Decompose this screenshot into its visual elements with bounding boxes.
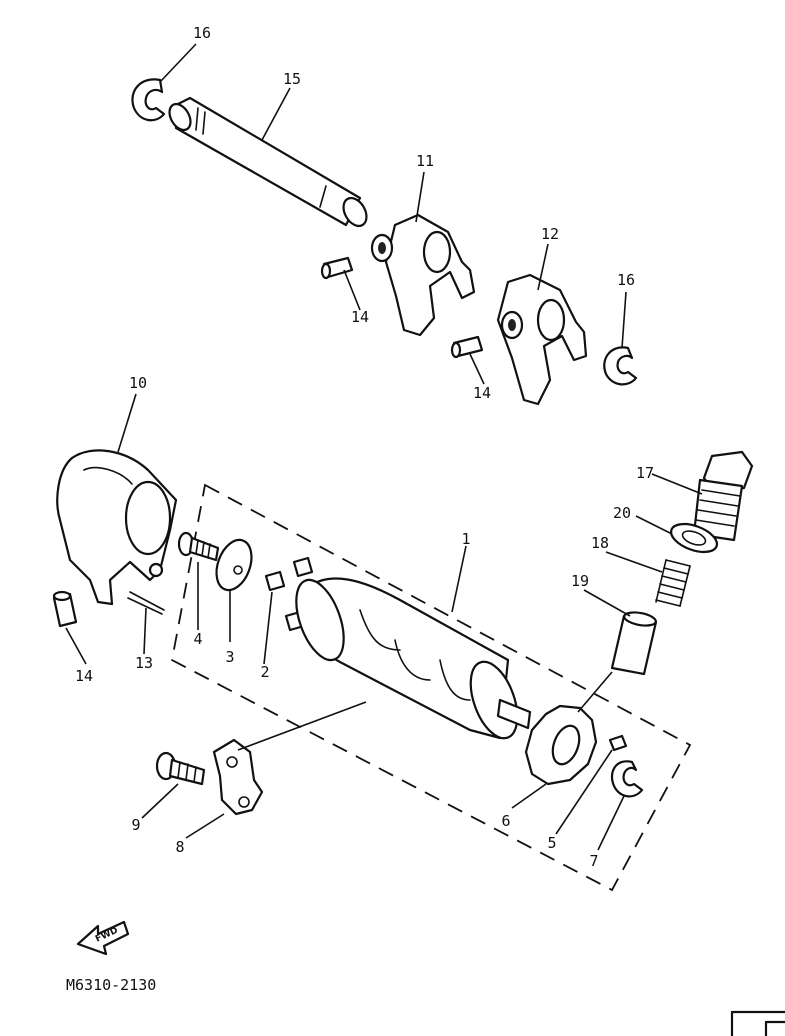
washer — [669, 522, 719, 554]
callout-2: 2 — [260, 663, 269, 681]
spring — [655, 559, 691, 607]
callout-15: 15 — [283, 70, 301, 88]
diagram-code: M6310-2130 — [66, 976, 156, 994]
fwd-arrow-icon: FWD — [76, 920, 130, 956]
plunger — [610, 611, 658, 676]
callout-14-middle: 14 — [473, 384, 491, 402]
shift-drum — [295, 577, 532, 740]
plate-3 — [215, 538, 253, 592]
screw-9 — [155, 751, 206, 786]
callout-14-upper: 14 — [351, 308, 369, 326]
shift-fork-10 — [56, 449, 178, 606]
stopper-bolt — [692, 450, 754, 542]
callout-20: 20 — [613, 504, 631, 522]
circlip-right — [603, 346, 638, 386]
callout-18: 18 — [591, 534, 609, 552]
callout-4: 4 — [193, 630, 202, 648]
callout-3: 3 — [225, 648, 234, 666]
circlip-top — [131, 78, 166, 122]
stopper-lever — [212, 738, 264, 816]
assembly-boundary — [170, 483, 692, 892]
callout-5: 5 — [547, 834, 556, 852]
callout-13: 13 — [135, 654, 153, 672]
callout-16-right: 16 — [617, 271, 635, 289]
callout-6: 6 — [501, 812, 510, 830]
callout-11: 11 — [416, 152, 434, 170]
screw-4 — [177, 531, 220, 562]
cotter-pin — [127, 591, 165, 615]
leader-lines — [65, 43, 703, 851]
segment-star-cam — [524, 704, 598, 786]
shift-fork-12 — [496, 273, 588, 406]
callout-16-top: 16 — [193, 24, 211, 42]
callout-10: 10 — [129, 374, 147, 392]
pin-5 — [608, 734, 628, 752]
dowel-pin-upper — [320, 256, 354, 280]
shift-fork-11 — [370, 213, 476, 337]
dowel-pin-left — [52, 590, 78, 628]
callout-7: 7 — [589, 852, 598, 870]
shift-guide-shaft — [168, 96, 368, 228]
corner-frame-mark — [730, 1010, 785, 1036]
callout-9: 9 — [131, 816, 140, 834]
callout-1: 1 — [461, 530, 470, 548]
dowel-pin-middle — [450, 335, 484, 359]
callout-17: 17 — [636, 464, 654, 482]
callout-8: 8 — [175, 838, 184, 856]
circlip-7 — [610, 760, 644, 798]
callout-14-left: 14 — [75, 667, 93, 685]
callout-12: 12 — [541, 225, 559, 243]
callout-19: 19 — [571, 572, 589, 590]
